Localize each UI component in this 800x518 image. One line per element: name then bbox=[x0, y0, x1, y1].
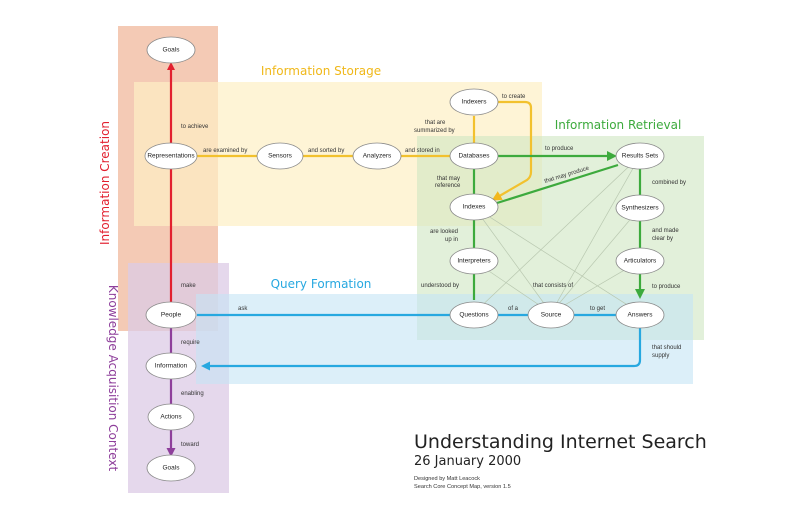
label-to-produce-bottom: to produce bbox=[652, 284, 681, 290]
node-representations: Representations bbox=[144, 142, 198, 170]
label-are-examined-by: are examined by bbox=[203, 148, 247, 154]
node-source: Source bbox=[527, 301, 575, 329]
region-query-formation bbox=[196, 294, 693, 384]
svg-text:Sensors: Sensors bbox=[268, 153, 293, 160]
node-sensors: Sensors bbox=[256, 142, 304, 170]
label-are-looked: are looked bbox=[430, 229, 458, 235]
node-actions: Actions bbox=[147, 403, 195, 431]
edge-indexers-indexes bbox=[491, 100, 533, 201]
svg-text:Indexers: Indexers bbox=[462, 99, 488, 106]
label-that-consists-of: that consists of bbox=[533, 283, 573, 289]
svg-text:Goals: Goals bbox=[163, 465, 181, 472]
title-query-formation: Query Formation bbox=[271, 277, 372, 291]
label-to-get: to get bbox=[590, 306, 605, 312]
label-and-made: and made bbox=[652, 228, 679, 234]
node-questions: Questions bbox=[449, 301, 499, 329]
label-that-are: that are bbox=[425, 120, 446, 126]
svg-text:Questions: Questions bbox=[459, 312, 489, 319]
svg-text:Representations: Representations bbox=[147, 153, 195, 160]
title-information-storage: Information Storage bbox=[261, 64, 381, 78]
label-to-create: to create bbox=[502, 94, 526, 100]
label-reference: reference bbox=[435, 183, 461, 189]
node-information: Information bbox=[145, 352, 197, 380]
label-make: make bbox=[181, 283, 196, 289]
label-and-sorted-by: and sorted by bbox=[308, 148, 344, 154]
label-understood-by: understood by bbox=[421, 283, 459, 289]
svg-text:Analyzers: Analyzers bbox=[363, 153, 392, 160]
title-information-creation: Information Creation bbox=[98, 121, 112, 245]
node-analyzers: Analyzers bbox=[352, 142, 402, 170]
page-title: Understanding Internet Search bbox=[414, 431, 707, 453]
label-up-in: up in bbox=[445, 237, 458, 243]
title-knowledge-acquisition: Knowledge Acquisition Context bbox=[106, 285, 120, 472]
label-enabling: enabling bbox=[181, 391, 204, 397]
label-to-achieve: to achieve bbox=[181, 124, 209, 130]
node-goals-bottom: Goals bbox=[146, 454, 196, 482]
label-to-produce-top: to produce bbox=[545, 146, 574, 152]
node-results-sets: Results Sets bbox=[615, 142, 665, 170]
node-interpreters: Interpreters bbox=[449, 247, 499, 275]
svg-text:Synthesizers: Synthesizers bbox=[621, 205, 659, 212]
label-ask: ask bbox=[238, 306, 248, 312]
version-credit: Search Core Concept Map, version 1.5 bbox=[414, 484, 511, 490]
svg-text:Databases: Databases bbox=[458, 153, 490, 160]
label-require: require bbox=[181, 340, 200, 346]
svg-text:Source: Source bbox=[541, 312, 562, 319]
label-that-should: that should bbox=[652, 345, 681, 351]
title-block: Understanding Internet Search 26 January… bbox=[414, 431, 707, 491]
label-and-stored-in: and stored in bbox=[405, 148, 440, 154]
svg-text:Information: Information bbox=[155, 363, 188, 370]
node-articulators: Articulators bbox=[615, 247, 665, 275]
svg-text:Actions: Actions bbox=[160, 414, 182, 421]
title-information-retrieval: Information Retrieval bbox=[555, 118, 682, 132]
label-combined-by: combined by bbox=[652, 180, 686, 186]
node-goals-top: Goals bbox=[146, 36, 196, 64]
svg-text:Goals: Goals bbox=[163, 47, 181, 54]
edge-indexes-results bbox=[496, 163, 619, 205]
label-summarized-by: summarized by bbox=[414, 128, 455, 134]
svg-text:Results Sets: Results Sets bbox=[622, 153, 659, 160]
credits: Designed by Matt Leacock Search Core Con… bbox=[414, 475, 707, 491]
node-synthesizers: Synthesizers bbox=[615, 194, 665, 222]
designer-credit: Designed by Matt Leacock bbox=[414, 476, 480, 482]
svg-text:Indexes: Indexes bbox=[463, 204, 487, 211]
node-indexers: Indexers bbox=[449, 88, 499, 116]
node-people: People bbox=[145, 301, 197, 329]
node-indexes: Indexes bbox=[449, 193, 499, 221]
svg-text:People: People bbox=[161, 312, 182, 319]
label-toward: toward bbox=[181, 442, 199, 448]
node-databases: Databases bbox=[449, 142, 499, 170]
edge-answers-information bbox=[201, 328, 642, 371]
svg-text:Interpreters: Interpreters bbox=[457, 258, 491, 265]
label-supply: supply bbox=[652, 353, 669, 359]
label-that-may: that may bbox=[437, 176, 460, 182]
label-of-a: of a bbox=[508, 306, 519, 312]
svg-text:Articulators: Articulators bbox=[624, 258, 657, 265]
date: 26 January 2000 bbox=[414, 454, 522, 469]
node-answers: Answers bbox=[615, 301, 665, 329]
svg-text:Answers: Answers bbox=[628, 312, 654, 319]
label-clear-by: clear by bbox=[652, 236, 673, 242]
